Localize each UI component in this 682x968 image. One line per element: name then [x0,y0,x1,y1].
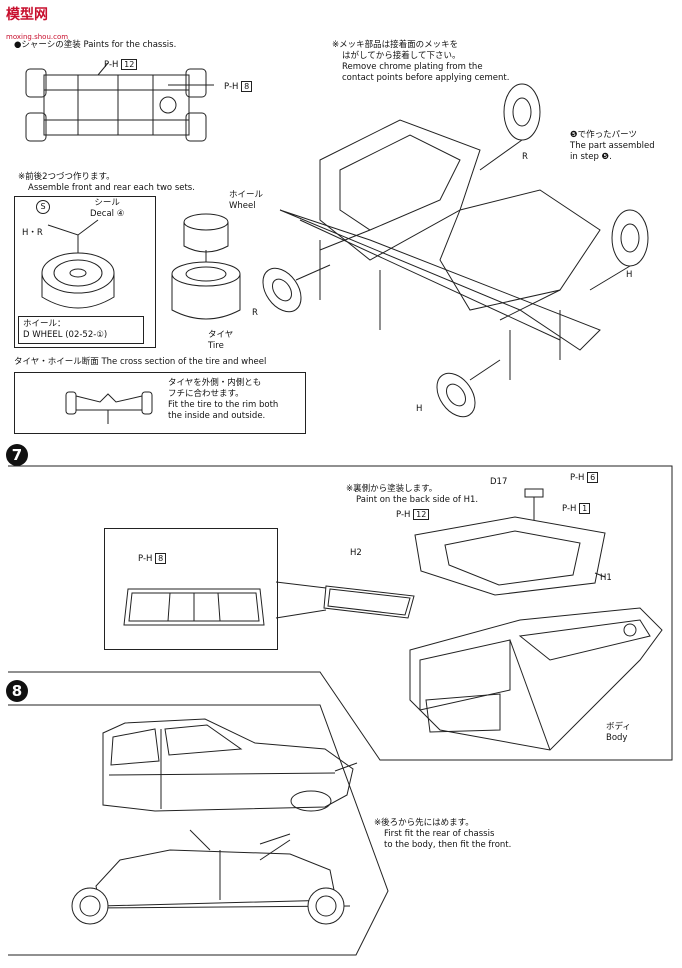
hr-label: H・R [22,228,43,238]
part-12-step7: P-H 12 [396,509,430,521]
chrome-note: ※メッキ部品は接着面のメッキを はがしてから接着して下さい。 Remove ch… [332,40,510,83]
cross-section-title: タイヤ・ホイール断面 The cross section of the tire… [14,357,267,367]
h1-label: H1 [600,573,612,583]
logo-subtext: moxing.shou.com [6,33,69,41]
logo-text: 模型网 [6,7,48,23]
assemble-note: ※前後2つづつ作ります。 Assemble front and rear eac… [18,172,195,193]
h2-window [323,585,415,619]
cab-roof-h1 [414,488,606,596]
chassis-note: ●シャーシの塗装 Paints for the chassis. [14,40,177,50]
label-r-left: R [252,308,258,318]
part-6-step7: P-H 6 [570,472,599,484]
step5-note: ❺で作ったパーツ The part assembled in step ❺. [570,130,655,162]
chassis-top-view [25,62,214,142]
cross-section-box [14,372,306,434]
wheel-part-box: ホイール： D WHEEL (02-52-①) [18,316,144,344]
tire-label: タイヤ Tire [208,330,234,351]
fit-note: タイヤを外側・内側とも フチに合わせます。 Fit the tire to th… [168,378,279,421]
wheel-label: ホイール Wheel [229,190,264,211]
part-8-step7: P-H 8 [138,553,167,565]
wheel-tire-exploded [171,213,241,320]
d17-label: D17 [490,477,508,487]
s-mark: S [36,200,50,214]
part-1-step7: P-H 1 [562,503,591,515]
paint-back-note: ※裏側から塗装します。 Paint on the back side of H1… [346,484,479,505]
truck-body-side [102,718,358,812]
body-label: ボディ Body [606,722,631,743]
step-8-badge: 8 [6,680,28,702]
decal-label: シール Decal ④ [90,198,125,219]
step-7-badge: 7 [6,444,28,466]
chassis-part-12: P-H 12 [104,59,138,71]
chassis-assembly [262,83,649,418]
h2-label: H2 [350,548,362,558]
site-logo: 模型网 moxing.shou.com [6,4,68,43]
step-7-frame [8,465,673,761]
rear-window [123,588,265,626]
fit-order-note: ※後ろから先にはめます。 First fit the rear of chass… [374,818,512,850]
chassis-part-8: P-H 8 [224,81,253,93]
step-8-frame [8,704,389,956]
cross-section-diagram [65,391,153,424]
chassis-side-view [71,829,351,925]
window-callout-lines [275,581,327,619]
label-r-top: R [522,152,528,162]
wheel-exploded [41,219,115,309]
body-shell [409,607,663,751]
label-h-bottom: H [416,404,423,414]
label-h-right: H [626,270,633,280]
